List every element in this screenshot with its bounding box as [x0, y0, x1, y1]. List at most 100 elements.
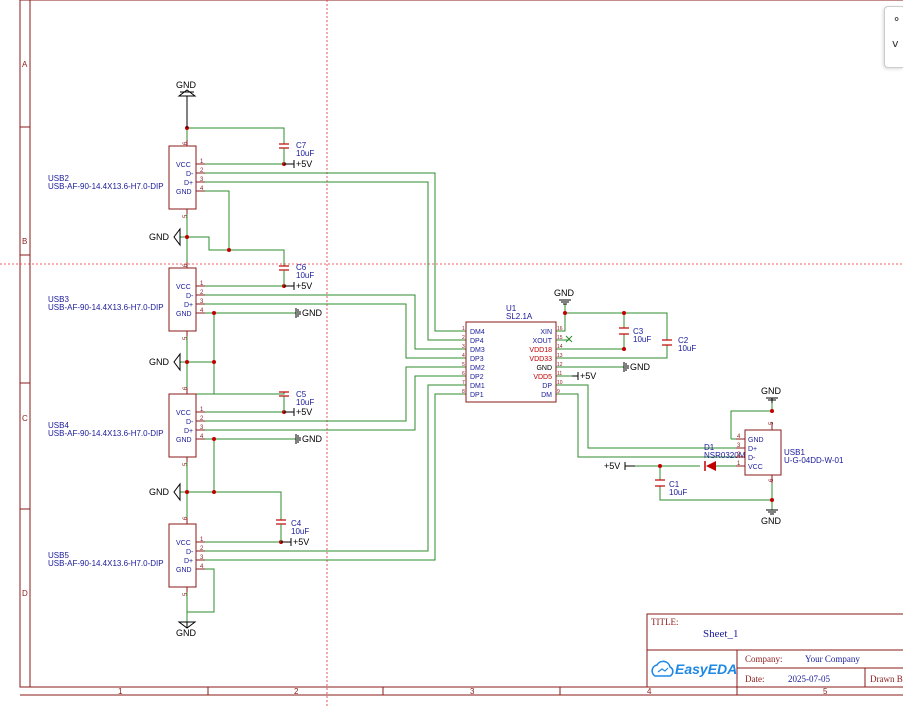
usb5-pin-dplus: D+: [184, 558, 193, 565]
gnd-usb1-top: GND: [761, 386, 782, 403]
u1-num-10: 10: [557, 380, 563, 386]
gnd-u1-top: GND: [554, 288, 575, 305]
u1-pin-dp1: DP1: [470, 392, 484, 399]
capacitor-c6[interactable]: C6 10uF: [279, 263, 314, 286]
usb2-part: USB-AF-90-14.4X13.6-H7.0-DIP: [48, 182, 164, 191]
capacitor-c1[interactable]: C1 10uF: [655, 479, 687, 497]
u1-part: SL2.1A: [506, 312, 533, 321]
c1-value: 10uF: [669, 488, 687, 497]
u1-pin-xout: XOUT: [533, 338, 553, 345]
capacitor-c2[interactable]: C2 10uF: [662, 336, 696, 353]
c7-value: 10uF: [296, 149, 314, 158]
usb3-pin-vcc: VCC: [176, 284, 191, 291]
usb4-connector[interactable]: VCC D- D+ GND 1 2 3 4 6 5 USB4 USB-AF-90…: [48, 386, 205, 466]
usb4-pin-num-1: 1: [200, 407, 204, 413]
usb3-ref: USB3: [48, 295, 69, 304]
usb4-pin-num-5: 5: [183, 462, 189, 466]
usb3-pin-num-3: 3: [200, 299, 204, 305]
svg-text:+5V: +5V: [580, 371, 596, 381]
usb2-pin-num-5: 5: [183, 214, 189, 218]
usb5-part: USB-AF-90-14.4X13.6-H7.0-DIP: [48, 559, 164, 568]
svg-text:GND: GND: [302, 434, 323, 444]
usb4-pin-vcc: VCC: [176, 410, 191, 417]
col-label-3: 3: [470, 687, 475, 696]
usb5-pin-num-4: 4: [200, 564, 204, 570]
usb1-num-4: 4: [737, 434, 741, 440]
svg-text:GND: GND: [554, 288, 575, 298]
usb4-pin-dplus: D+: [184, 428, 193, 435]
row-labels: A B C D: [22, 60, 28, 598]
power-flag-c6: +5V: [284, 281, 312, 291]
date-value: 2025-07-05: [788, 674, 830, 684]
u1-num-11: 11: [557, 371, 562, 377]
u1-pin-xin: XIN: [540, 329, 552, 336]
c5-ref: C5: [296, 390, 307, 399]
capacitor-c4[interactable]: C4 10uF: [276, 519, 309, 542]
usb5-pin-gnd: GND: [176, 567, 192, 574]
usb2-connector[interactable]: VCC D- D+ GND 1 2 3 4 6 5 USB2 USB-AF-90…: [48, 140, 205, 218]
usb1-num-1: 1: [737, 461, 741, 467]
row-label-c: C: [22, 414, 28, 423]
usb5-pin-vcc: VCC: [176, 540, 191, 547]
u1-pin-dm4: DM4: [470, 329, 485, 336]
usb2-pin-dminus: D-: [186, 171, 194, 178]
d1-part: NSR0320MW2T1G: [704, 451, 773, 460]
svg-text:GND: GND: [149, 487, 170, 497]
usb4-pin-num-4: 4: [200, 434, 204, 440]
usb5-ref: USB5: [48, 551, 69, 560]
row-label-a: A: [22, 60, 28, 69]
usb5-connector[interactable]: VCC D- D+ GND 1 2 3 4 6 5 USB5 USB-AF-90…: [48, 516, 205, 596]
gnd-usb4: GND: [149, 482, 181, 502]
capacitor-c7[interactable]: C7 10uF: [279, 141, 314, 164]
col-labels: 1 2 3 4 5: [118, 687, 828, 696]
hub-ic-u1[interactable]: U1 SL2.1A DM4 DP4 DM3 DP3 DM2 DP2 DM1 DP…: [462, 304, 573, 403]
svg-text:GND: GND: [302, 308, 323, 318]
c7-ref: C7: [296, 141, 307, 150]
c6-value: 10uF: [296, 271, 314, 280]
panel-toggle-bottom-icon[interactable]: v: [892, 37, 899, 50]
usb4-pin-num-3: 3: [200, 425, 204, 431]
u1-num-15: 15: [557, 335, 563, 341]
usb3-connector[interactable]: VCC D- D+ GND 1 2 3 4 6 5 USB3 USB-AF-90…: [48, 262, 205, 340]
col-label-4: 4: [647, 687, 652, 696]
gnd-usb2-top: GND: [176, 80, 197, 128]
capacitor-c5[interactable]: C5 10uF: [279, 390, 314, 412]
usb1-pin-dminus: D-: [748, 455, 756, 462]
svg-text:GND: GND: [176, 80, 197, 90]
u1-num-14: 14: [557, 344, 563, 350]
col-label-1: 1: [118, 687, 123, 696]
svg-text:+5V: +5V: [296, 159, 312, 169]
diode-d1[interactable]: D1 NSR0320MW2T1G: [704, 443, 773, 471]
usb3-pin-dminus: D-: [186, 293, 194, 300]
capacitor-c3[interactable]: C3 10uF: [619, 327, 651, 344]
usb1-num-6: 6: [769, 478, 775, 482]
usb2-ref: USB2: [48, 174, 69, 183]
power-flags: +5V +5V +5V +5V +5V +5V: [281, 159, 635, 547]
c2-ref: C2: [678, 336, 689, 345]
usb2-pin-num-4: 4: [200, 186, 204, 192]
u1-num-5: 5: [462, 362, 465, 368]
usb3-pin-num-4: 4: [200, 308, 204, 314]
usb3-pin-num-6: 6: [183, 263, 189, 267]
usb5-pin-num-1: 1: [200, 537, 204, 543]
u1-pin-dm3: DM3: [470, 347, 485, 354]
svg-text:GND: GND: [761, 386, 782, 396]
usb2-pin-dplus: D+: [184, 180, 193, 187]
title-block: TITLE: Sheet_1 Company: Your Company Dat…: [646, 613, 903, 688]
usb1-pin-vcc: VCC: [748, 464, 763, 471]
side-panel-toggle[interactable]: ⚬ v: [884, 6, 903, 68]
u1-num-9: 9: [557, 389, 560, 395]
drawn-label: Drawn B: [870, 674, 903, 684]
power-flag-u1: +5V: [572, 371, 596, 381]
gnd-u1-pin12: GND: [623, 362, 651, 372]
u1-num-2: 2: [462, 335, 465, 341]
usb3-part: USB-AF-90-14.4X13.6-H7.0-DIP: [48, 303, 164, 312]
gnd-usb5: GND: [176, 621, 197, 638]
panel-toggle-top-icon[interactable]: ⚬: [892, 13, 902, 26]
u1-pin-dm1: DM1: [470, 383, 485, 390]
u1-num-7: 7: [462, 380, 465, 386]
row-label-d: D: [22, 589, 28, 598]
u1-num-8: 8: [462, 389, 465, 395]
usb1-connector[interactable]: GND D+ D- VCC 4 3 2 1 5 6 USB1 U-G-04DD-…: [736, 421, 844, 483]
